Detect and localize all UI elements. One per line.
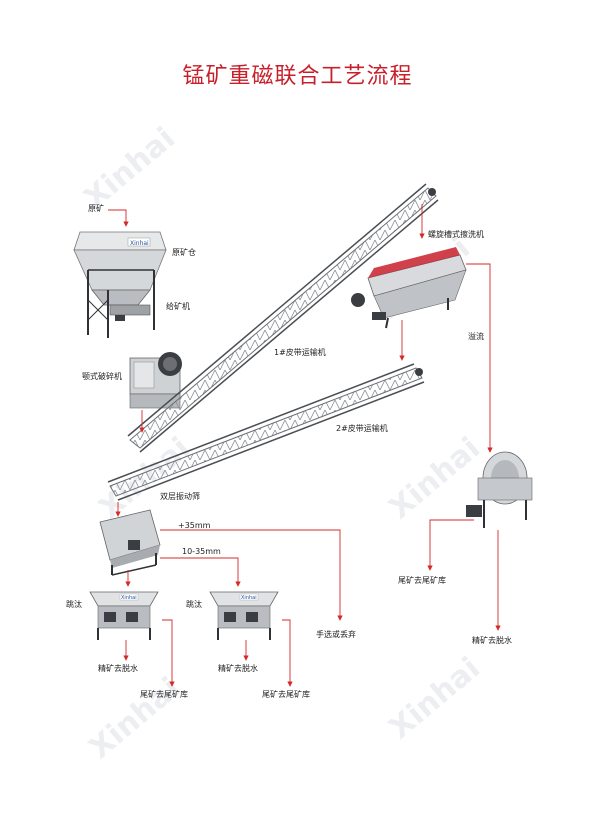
label-belt-conveyor-1: 1#皮带运输机 bbox=[274, 348, 326, 357]
jig-machine-1: Xinhai bbox=[89, 591, 159, 640]
watermark-logo: Xinhai bbox=[78, 121, 182, 216]
arrow-jig2-tailings bbox=[282, 619, 293, 687]
double-layer-vibrating-screen bbox=[99, 509, 161, 576]
label-overflow: 溢流 bbox=[468, 332, 484, 341]
arrow-raw-ore-to-bin bbox=[108, 209, 129, 227]
vibrating-feeder bbox=[109, 304, 151, 321]
jig-machine-2: Xinhai bbox=[209, 591, 279, 640]
label-double-screen: 双层振动筛 bbox=[160, 492, 200, 501]
page-title: 锰矿重磁联合工艺流程 bbox=[182, 64, 413, 89]
arrow-screen-10-35 bbox=[160, 557, 241, 587]
label-tailings-1: 尾矿去尾矿库 bbox=[140, 690, 188, 699]
arrow-screen-plus35 bbox=[160, 529, 343, 621]
jig-1-brand-logo: Xinhai bbox=[121, 595, 137, 601]
watermark-logo: Xinhai bbox=[383, 651, 487, 746]
label-feeder: 给矿机 bbox=[166, 302, 190, 311]
belt-conveyor-2 bbox=[107, 363, 425, 501]
arrow-jig1-tailings bbox=[162, 619, 175, 687]
belt-conveyor-1 bbox=[127, 183, 439, 453]
label-concentrate-dewater-3: 精矿去脱水 bbox=[472, 636, 512, 645]
dewatering-screen bbox=[466, 451, 533, 528]
arrow-dewater-tailings bbox=[427, 519, 474, 571]
label-10-35mm: 10-35mm bbox=[182, 547, 221, 556]
label-spiral-washer: 螺旋槽式擦洗机 bbox=[428, 230, 484, 239]
label-jig-2: 跳汰 bbox=[186, 600, 202, 609]
label-hand-sort: 手选或丢弃 bbox=[316, 630, 356, 639]
label-jaw-crusher: 颚式破碎机 bbox=[82, 372, 122, 381]
arrow-washer-overflow bbox=[466, 263, 493, 453]
spiral-washer bbox=[351, 247, 467, 329]
jaw-crusher bbox=[129, 352, 182, 409]
label-tailings-3: 尾矿去尾矿库 bbox=[398, 576, 446, 585]
label-tailings-2: 尾矿去尾矿库 bbox=[262, 690, 310, 699]
label-jig-1: 跳汰 bbox=[66, 600, 82, 609]
flow-arrows bbox=[108, 204, 501, 687]
jig-2-brand-logo: Xinhai bbox=[241, 595, 257, 601]
label-raw-ore-bin: 原矿仓 bbox=[172, 248, 196, 257]
label-plus-35mm: +35mm bbox=[178, 521, 211, 530]
label-concentrate-dewater-1: 精矿去脱水 bbox=[98, 664, 138, 673]
label-concentrate-dewater-2: 精矿去脱水 bbox=[218, 664, 258, 673]
label-belt-conveyor-2: 2#皮带运输机 bbox=[336, 424, 388, 433]
label-raw-ore: 原矿 bbox=[88, 204, 104, 213]
bin-brand-logo: Xinhai bbox=[130, 240, 149, 247]
raw-ore-bin: Xinhai bbox=[73, 231, 167, 338]
watermark-logo: Xinhai bbox=[83, 671, 187, 766]
